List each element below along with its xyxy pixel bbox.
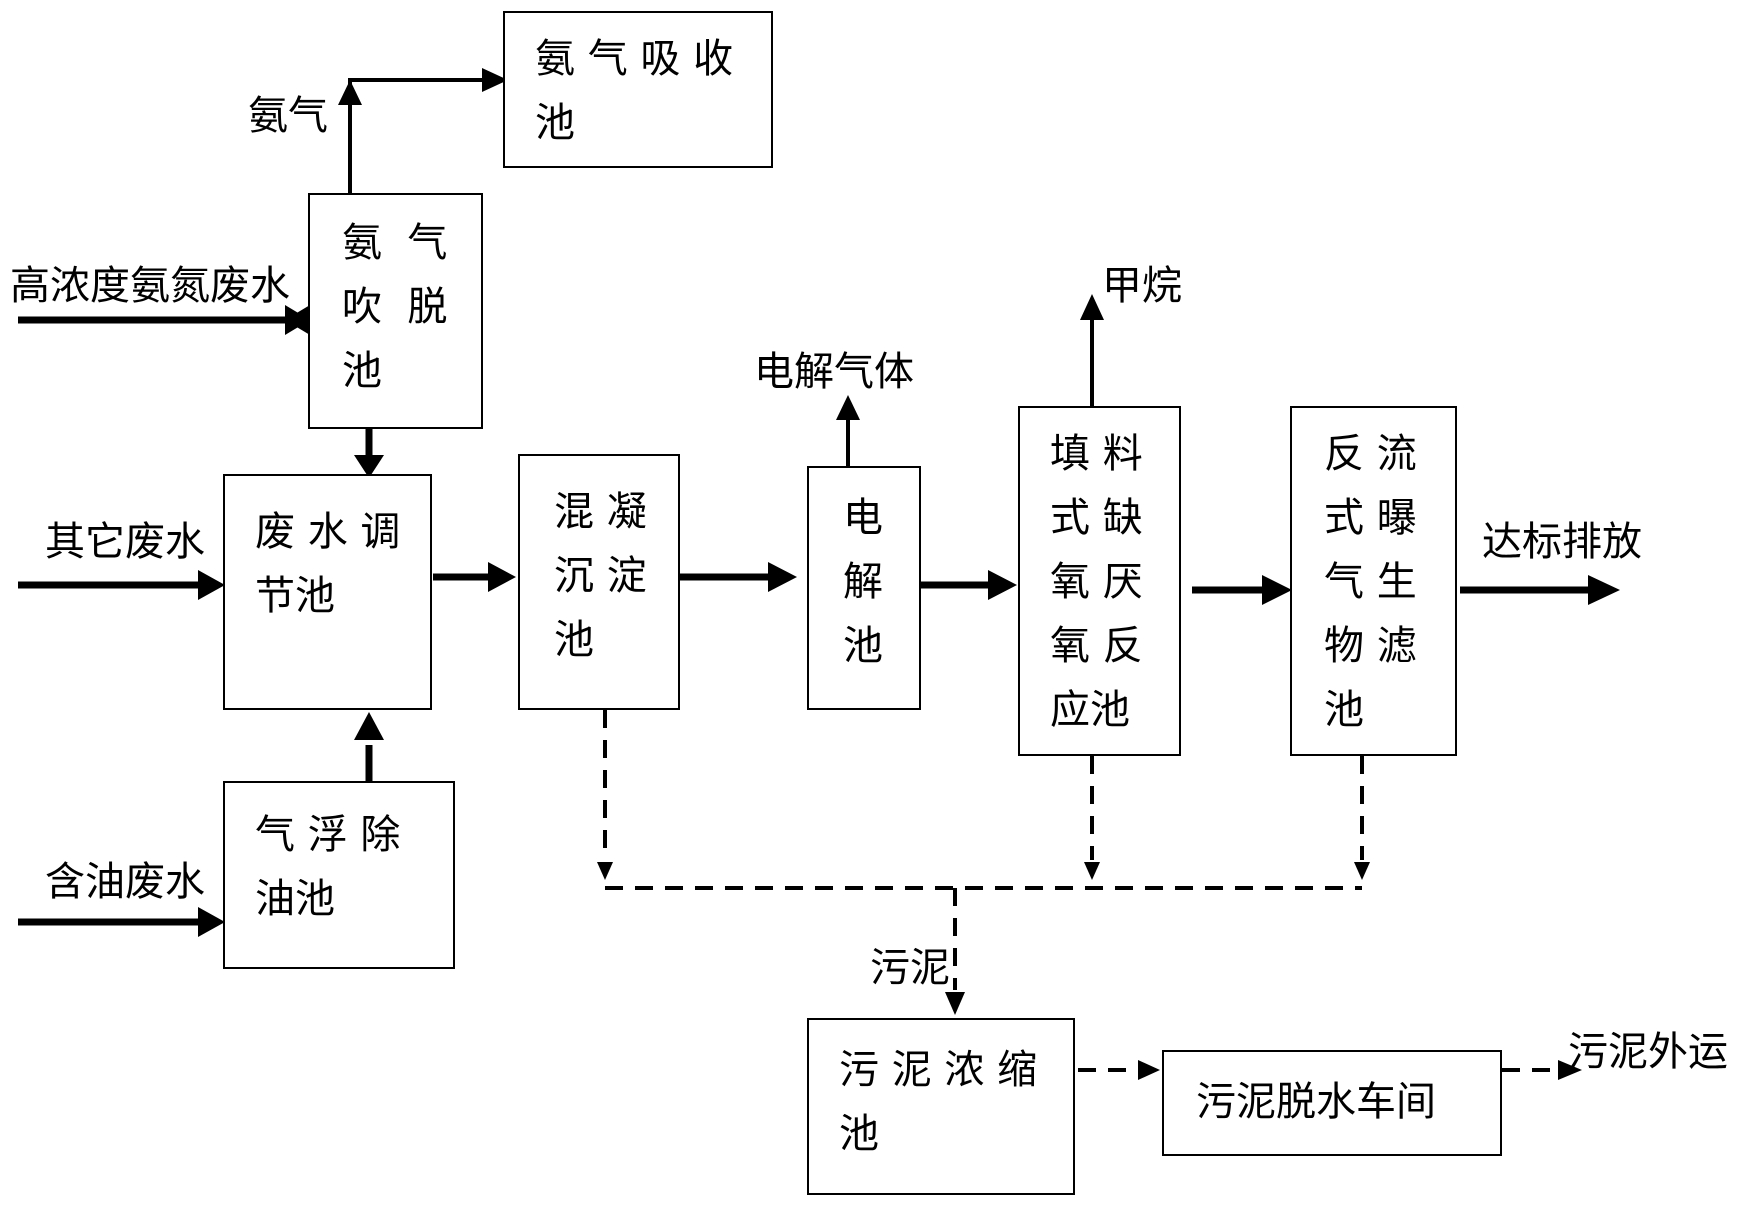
box-label: 氨 气 吸 收 池 xyxy=(535,36,734,146)
sludge-dewatering-workshop: 污泥脱水车间 xyxy=(1162,1050,1502,1156)
label-oily-wastewater: 含油废水 xyxy=(45,859,205,905)
box-label: 废 水 调 节池 xyxy=(255,509,401,619)
label-other-wastewater: 其它废水 xyxy=(45,519,205,565)
label-high-ammonia-wastewater: 高浓度氨氮废水 xyxy=(10,263,290,309)
box-label: 填 料 式 缺 氧 厌 氧 反 应池 xyxy=(1050,431,1143,733)
flotation-oil-removal-tank: 气 浮 除 油池 xyxy=(223,781,455,969)
label-discharge: 达标排放 xyxy=(1482,519,1642,565)
aerated-biofilter: 反 流 式 曝 气 生 物 滤 池 xyxy=(1290,406,1457,756)
anoxic-anaerobic-reactor: 填 料 式 缺 氧 厌 氧 反 应池 xyxy=(1018,406,1181,756)
box-label: 氨 气 吹 脱 池 xyxy=(342,220,448,394)
coagulation-sedimentation-tank: 混 凝 沉 淀 池 xyxy=(518,454,680,710)
box-label: 气 浮 除 油池 xyxy=(255,812,401,922)
label-electrolysis-gas: 电解气体 xyxy=(754,349,914,395)
label-sludge: 污泥 xyxy=(870,945,950,991)
box-label: 污泥脱水车间 xyxy=(1196,1079,1436,1125)
ammonia-stripping-tank: 氨 气 吹 脱 池 xyxy=(308,193,483,429)
box-label: 污 泥 浓 缩 池 xyxy=(839,1047,1038,1157)
label-ammonia-gas: 氨气 xyxy=(248,93,328,139)
box-label: 混 凝 沉 淀 池 xyxy=(554,489,647,663)
line-ammonia-gas xyxy=(348,78,488,193)
electrolysis-tank: 电 解 池 xyxy=(807,466,921,710)
label-methane: 甲烷 xyxy=(1102,263,1182,309)
wastewater-regulating-tank: 废 水 调 节池 xyxy=(223,474,432,710)
sludge-thickening-tank: 污 泥 浓 缩 池 xyxy=(807,1018,1075,1195)
box-label: 电 解 池 xyxy=(843,495,883,669)
box-label: 反 流 式 曝 气 生 物 滤 池 xyxy=(1324,431,1417,733)
ammonia-absorption-tank: 氨 气 吸 收 池 xyxy=(503,11,773,168)
label-sludge-export: 污泥外运 xyxy=(1568,1029,1728,1075)
